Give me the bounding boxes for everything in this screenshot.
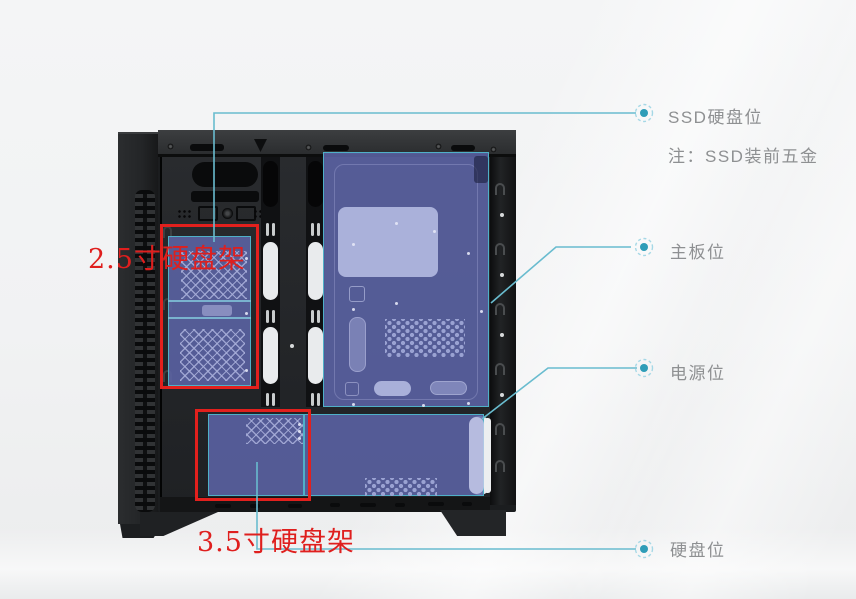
standoff-dot — [395, 222, 398, 225]
cable-hook-icon — [495, 460, 505, 472]
screw-icon — [500, 213, 504, 217]
case-detail — [395, 503, 405, 507]
connector-pins — [177, 209, 191, 219]
case-detail — [317, 393, 320, 406]
case-detail — [266, 393, 269, 406]
cable-hook-icon — [163, 226, 172, 238]
case-detail — [330, 503, 340, 507]
screw-icon — [490, 146, 497, 153]
case-detail — [451, 145, 475, 151]
case-detail — [469, 417, 484, 494]
standoff-dot — [352, 243, 355, 246]
case-detail — [272, 223, 275, 236]
standoff-hole — [222, 208, 233, 219]
vent-cutout — [308, 161, 323, 207]
drive-tray-mesh — [181, 251, 247, 299]
screw-icon — [290, 344, 294, 348]
standoff-dot — [480, 310, 483, 313]
case-right-wall — [490, 157, 516, 505]
tray-divider — [168, 317, 251, 319]
case-detail — [266, 310, 269, 323]
screw-icon — [435, 143, 442, 150]
case-detail — [266, 223, 269, 236]
screw-icon — [167, 143, 174, 150]
standoff-dot — [298, 423, 301, 426]
screw-icon — [305, 144, 312, 151]
case-detail — [272, 393, 275, 406]
label-ssd-bay: SSD硬盘位 — [668, 108, 763, 127]
standoff-dot — [245, 369, 248, 372]
screw-icon — [500, 393, 504, 397]
case-detail — [317, 223, 320, 236]
tray-handle — [202, 305, 232, 316]
cable-grommet — [430, 381, 467, 395]
highlight-box-2-5-bay — [160, 224, 259, 389]
cable-hook-icon — [495, 303, 505, 315]
highlight-box-3-5-bay — [195, 409, 311, 501]
standoff-dot — [298, 437, 301, 440]
case-detail — [349, 286, 365, 302]
vent-cutout — [263, 161, 278, 207]
case-detail — [317, 310, 320, 323]
case-detail — [250, 504, 260, 508]
grommet-slot — [308, 242, 323, 300]
standoff-dot — [298, 430, 301, 433]
standoff-dot — [352, 403, 355, 406]
screw-icon — [500, 273, 504, 277]
cable-hook-icon — [495, 243, 505, 255]
label-hdd: 硬盘位 — [670, 541, 726, 560]
standoff-dot — [352, 308, 355, 311]
tray-divider — [168, 300, 251, 302]
standoff-dot — [467, 402, 470, 405]
drive-tray-mesh — [180, 329, 245, 381]
grommet-slot — [308, 327, 323, 384]
cpu-cutout — [338, 207, 438, 277]
label-motherboard: 主板位 — [670, 243, 726, 262]
grommet-slot — [263, 242, 278, 300]
case-detail — [462, 502, 472, 506]
label-ssd-note: 注：SSD装前五金 — [668, 147, 819, 166]
case-detail — [484, 418, 491, 493]
standoff-dot — [395, 302, 398, 305]
case-detail — [311, 393, 314, 406]
grommet-slot — [263, 327, 278, 384]
overlay-divider — [303, 414, 305, 496]
cable-grommet — [374, 381, 411, 396]
vent-mesh-pattern — [246, 418, 303, 444]
case-detail — [360, 503, 376, 507]
screw-icon — [500, 333, 504, 337]
case-detail — [288, 504, 302, 508]
rear-cutout — [192, 162, 258, 187]
case-detail — [349, 317, 366, 372]
label-power: 电源位 — [670, 364, 726, 383]
case-detail — [190, 144, 224, 151]
cable-hook-icon — [495, 423, 505, 435]
standoff-dot — [422, 404, 425, 407]
cable-hook-icon — [495, 363, 505, 375]
cable-hook-icon — [495, 183, 505, 195]
callout-3-5-bay: 3.5寸硬盘架 — [197, 527, 355, 558]
overlay-tab — [474, 156, 488, 183]
standoff-dot — [245, 312, 248, 315]
standoff-dot — [467, 252, 470, 255]
case-detail — [428, 502, 444, 506]
case-detail — [272, 310, 275, 323]
case-detail — [311, 310, 314, 323]
case-detail — [345, 382, 359, 396]
case-detail — [311, 223, 314, 236]
front-vent-strip — [135, 190, 155, 512]
vent-hex-pattern — [385, 319, 465, 357]
vent-hex-pattern — [365, 478, 437, 496]
rear-slot — [191, 191, 259, 202]
callout-2-5-bay: 2.5寸硬盘架 — [88, 244, 246, 275]
standoff-dot — [433, 230, 436, 233]
case-detail — [323, 145, 349, 151]
connector-port — [198, 206, 218, 221]
standoff-dot — [245, 257, 248, 260]
case-detail — [215, 504, 231, 508]
